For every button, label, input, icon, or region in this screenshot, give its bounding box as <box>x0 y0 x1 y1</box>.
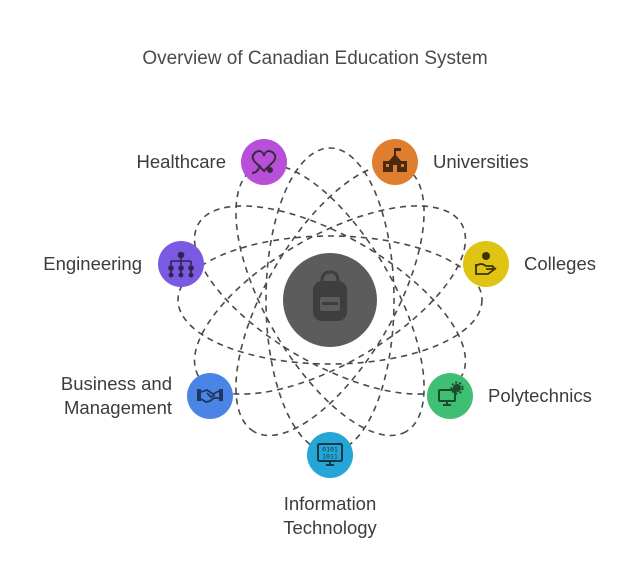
orbit-ring <box>193 205 467 395</box>
node-colleges <box>463 241 509 287</box>
label-it-line1: Information <box>283 493 377 514</box>
computer-gear-icon <box>438 381 464 406</box>
node-business <box>187 373 233 419</box>
node-it: 0101 1011 <box>307 432 353 478</box>
node-polytechnics <box>427 373 473 419</box>
heart-stethoscope-icon <box>251 150 277 174</box>
label-business-line1: Business and <box>60 373 172 394</box>
label-engineering: Engineering <box>43 253 142 274</box>
node-healthcare <box>241 139 287 185</box>
school-building-icon <box>383 148 407 172</box>
label-colleges: Colleges <box>524 253 596 274</box>
node-engineering <box>158 241 204 287</box>
label-universities: Universities <box>433 151 529 172</box>
svg-text:0101: 0101 <box>322 446 338 454</box>
diagram-title: Overview of Canadian Education System <box>142 48 488 69</box>
center-node <box>283 253 377 347</box>
binary-monitor-icon: 0101 1011 <box>317 443 343 466</box>
svg-text:1011: 1011 <box>322 453 338 461</box>
helping-hand-icon <box>475 252 497 275</box>
label-business: Business and Management <box>61 372 172 420</box>
backpack-icon <box>313 270 347 321</box>
label-healthcare: Healthcare <box>136 151 226 172</box>
label-business-line2: Management <box>64 397 172 418</box>
node-universities <box>372 139 418 185</box>
handshake-icon <box>197 389 223 403</box>
label-polytechnics: Polytechnics <box>488 385 592 406</box>
label-it: Information Technology <box>230 492 430 540</box>
orbit-ring <box>177 235 483 365</box>
label-it-line2: Technology <box>283 517 377 538</box>
network-structure-icon <box>168 251 194 278</box>
orbit-ring <box>193 205 467 395</box>
